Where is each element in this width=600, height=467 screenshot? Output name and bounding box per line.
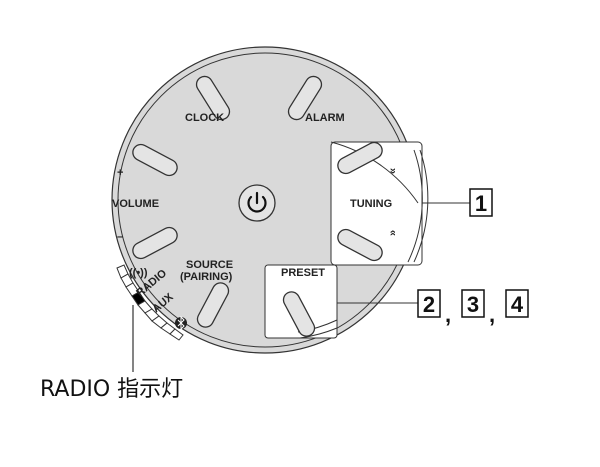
bluetooth-icon [175,315,187,331]
callout-box-4 [505,289,529,318]
volume-plus-label: + [117,167,123,179]
pairing-label: (PAIRING) [180,271,233,283]
callout-box-1 [469,188,493,217]
callout-4: 4 [511,292,524,317]
power-button[interactable] [238,184,276,222]
tuning-label: TUNING [350,198,392,210]
volume-down-button[interactable] [130,225,180,262]
alarm-label: ALARM [305,112,345,124]
tuning-down-icon: » [387,230,399,236]
tuning-up-icon: « [387,168,399,174]
power-icon [247,195,267,213]
radio-indicator-caption: RADIO 指示灯 [40,377,183,402]
tuning-down-button[interactable] [335,227,385,264]
callout-2: 2 [423,292,435,317]
separator: , [489,302,495,327]
radio-wave-icon: ((•)) [129,267,148,279]
volume-up-button[interactable] [130,142,180,179]
alarm-button[interactable] [285,73,324,122]
separator: , [445,302,451,327]
callout-box-3 [461,289,485,318]
tuning-up-button[interactable] [335,140,385,177]
clock-label: CLOCK [185,112,224,124]
volume-minus-label: – [117,231,123,243]
callout-1: 1 [475,191,487,216]
callout-box-2 [417,289,441,318]
preset-button[interactable] [281,289,318,339]
preset-label: PRESET [281,267,325,279]
volume-label: VOLUME [112,198,159,210]
callout-3: 3 [467,292,479,317]
clock-button[interactable] [193,73,232,122]
mode-indicator-segments [116,264,184,341]
source-label: SOURCE [186,259,233,271]
source-pairing-button[interactable] [195,280,232,330]
